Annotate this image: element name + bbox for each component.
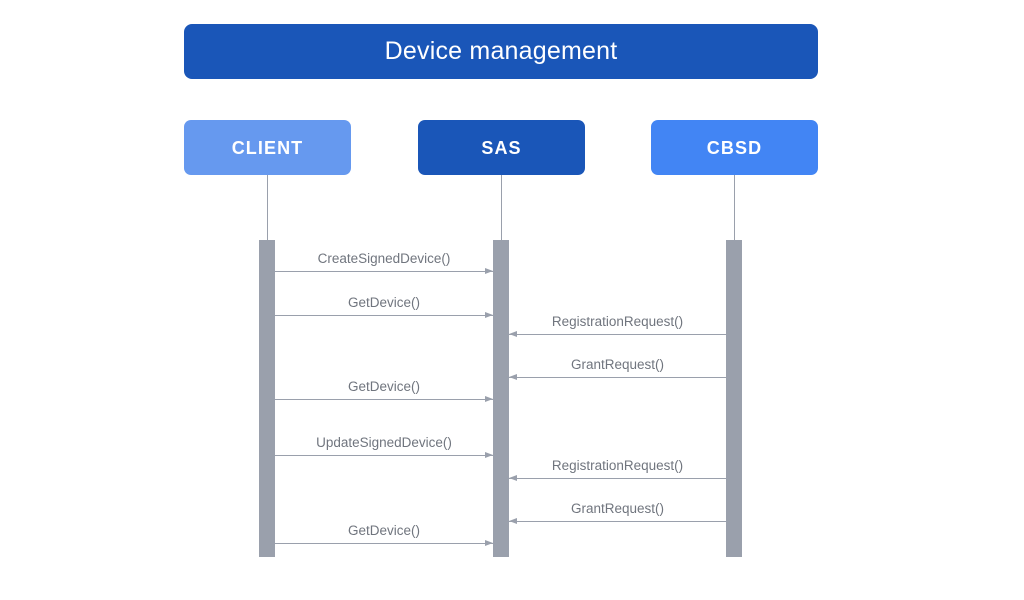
message-label: GetDevice() [347, 522, 420, 538]
arrow-head-right-icon [485, 395, 493, 402]
arrow-head-left-icon [509, 517, 517, 524]
participant-label: CLIENT [231, 137, 304, 158]
arrow-head-left-icon [509, 330, 517, 337]
message-label: GetDevice() [347, 378, 420, 394]
message-line [275, 399, 493, 400]
participant-label: SAS [481, 137, 522, 158]
message-label: CreateSignedDevice() [317, 250, 451, 266]
message-label: RegistrationRequest() [551, 457, 684, 473]
activation-bar-sas [493, 240, 509, 557]
message-line [275, 543, 493, 544]
arrow-head-left-icon [509, 474, 517, 481]
message-label: UpdateSignedDevice() [316, 434, 452, 450]
message-line [509, 334, 726, 335]
arrow-head-right-icon [485, 451, 493, 458]
message-line [509, 478, 726, 479]
activation-bar-cbsd [726, 240, 742, 557]
message-line [275, 315, 493, 316]
message-label: GrantRequest() [570, 500, 665, 516]
arrow-head-right-icon [485, 539, 493, 546]
message-line [509, 521, 726, 522]
message-label: GetDevice() [347, 294, 420, 310]
arrow-head-right-icon [485, 311, 493, 318]
participant-label: CBSD [706, 137, 763, 158]
participant-cbsd[interactable]: CBSD [651, 120, 818, 175]
participant-sas[interactable]: SAS [418, 120, 585, 175]
message-line [509, 377, 726, 378]
arrow-head-right-icon [485, 267, 493, 274]
participant-client[interactable]: CLIENT [184, 120, 351, 175]
message-label: RegistrationRequest() [551, 313, 684, 329]
message-line [275, 455, 493, 456]
arrow-head-left-icon [509, 373, 517, 380]
message-label: GrantRequest() [570, 356, 665, 372]
diagram-title: Device management [384, 37, 618, 65]
activation-bar-client [259, 240, 275, 557]
message-line [275, 271, 493, 272]
diagram-title-bar: Device management [184, 24, 818, 79]
